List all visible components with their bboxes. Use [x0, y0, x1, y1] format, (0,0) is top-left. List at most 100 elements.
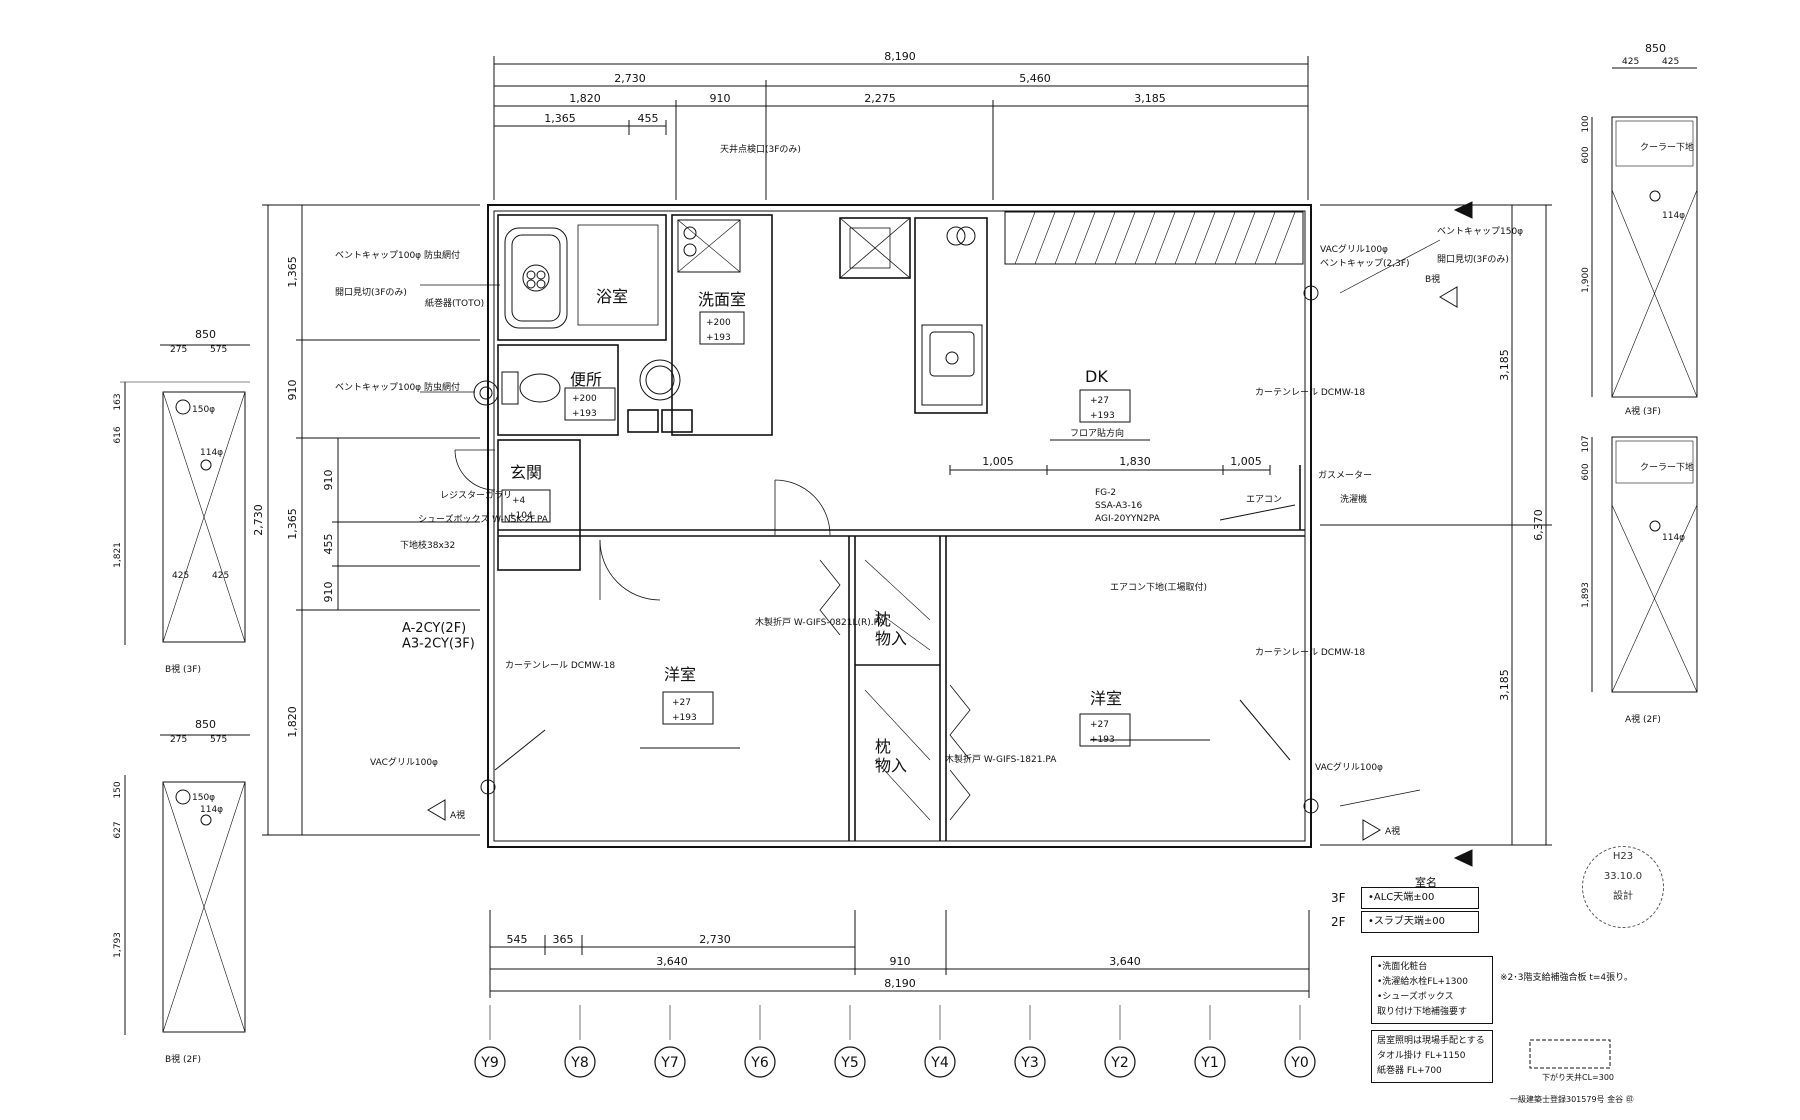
dim-top-row3-a: 1,820 — [569, 92, 601, 105]
grid-label: Y2 — [1110, 1055, 1128, 1071]
note-view-b: B視 — [1425, 273, 1440, 285]
bathtub — [504, 224, 659, 329]
grid-label: Y5 — [840, 1055, 858, 1071]
note-aircon-sleeve: エアコン下地(工場取付) — [1110, 581, 1207, 593]
legend-item: •シューズボックス — [1377, 992, 1454, 1002]
grid-bubble — [474, 1046, 506, 1078]
room-entrance: 玄関 — [510, 463, 542, 482]
dim-left-c: 1,365 — [286, 508, 299, 540]
approval-stamp: H23 33.10.0 設計 — [1582, 846, 1664, 928]
grid-bubble — [744, 1046, 776, 1078]
elev-b3f-h1: 163 — [113, 393, 123, 410]
dim-top-row3-c: 2,275 — [864, 92, 896, 105]
note-wood-door-right: 木製折戸 W-GIFS-1821.PA — [945, 753, 1057, 765]
level-dk-2: +193 — [1090, 411, 1115, 421]
note-wood-door-left: 木製折戸 W-GIFS-0821L(R).PA — [755, 616, 885, 628]
elev-b3f-lower-b: 425 — [212, 571, 229, 581]
elev-b3f-width: 850 — [195, 328, 216, 341]
room-western-right: 洋室 — [1090, 689, 1122, 708]
note-shoebox: シューズボックス W-NSK-2F.PA — [418, 513, 549, 525]
finish-level-2f: 2F — [1331, 915, 1346, 929]
dim-top-row2-a: 2,730 — [614, 72, 646, 85]
legend-site: 居室照明は現場手配とする タオル掛け FL+1150 紙巻器 FL+700 — [1371, 1030, 1493, 1083]
grid-label: Y4 — [930, 1055, 949, 1071]
elev-b2f-h3: 1,793 — [113, 932, 123, 958]
elev-a2f-h3: 1,893 — [1581, 582, 1591, 608]
elev-a3f-h3: 1,900 — [1581, 267, 1591, 293]
elev-b2f-width: 850 — [195, 718, 216, 731]
level-toilet-2: +193 — [572, 409, 597, 419]
elev-b2f-dia1: 150φ — [192, 793, 215, 803]
note-ssa: SSA-A3-16 — [1095, 501, 1142, 511]
dim-top-row3-d: 3,185 — [1134, 92, 1166, 105]
elev-a2f-h2: 600 — [1581, 463, 1591, 480]
elev-a3f-h2: 600 — [1581, 146, 1591, 163]
note-low-base: 下地枝38x32 — [400, 539, 455, 551]
note-floor-register: レジスターガラリ — [440, 490, 512, 501]
note-vac-grill-left: VACグリル100φ — [370, 756, 438, 768]
room-western-left: 洋室 — [664, 665, 696, 684]
note-fg: FG-2 — [1095, 488, 1116, 498]
elev-b3f-sub-a: 275 — [170, 345, 187, 355]
dim-bottom-row2-a: 3,640 — [656, 955, 688, 968]
elev-a3f-tag: クーラー下地 — [1640, 141, 1694, 153]
grid-bubble — [1014, 1046, 1046, 1078]
legend-item: 居室照明は現場手配とする — [1377, 1036, 1485, 1046]
level-washroom-2: +193 — [706, 333, 731, 343]
room-dk: DK — [1085, 367, 1108, 386]
note-vent-cap-2-3f: ベントキャップ(2,3F) — [1320, 258, 1410, 269]
elev-b3f-h2: 616 — [113, 426, 123, 443]
dim-left-inner-a: 910 — [322, 470, 335, 491]
text-labels: 8,190 2,730 5,460 1,820 910 2,275 3,185 … — [113, 42, 1694, 1065]
view-arrows — [427, 201, 1473, 867]
grid-bubble — [1104, 1046, 1136, 1078]
elev-b3f-lower-a: 425 — [172, 571, 189, 581]
grid-label: Y3 — [1020, 1055, 1038, 1071]
level-western-right-1: +27 — [1090, 720, 1109, 730]
dim-bottom-row1-b: 365 — [553, 933, 574, 946]
door-swings — [454, 449, 971, 821]
dim-top-row3-b: 910 — [710, 92, 731, 105]
grid-bubble — [564, 1046, 596, 1078]
elev-a2f-h1: 107 — [1581, 435, 1591, 452]
dim-left-inner-c: 910 — [322, 582, 335, 603]
note-vent-left1: ベントキャップ100φ 防虫網付 — [335, 249, 460, 261]
dim-dk-a: 1,005 — [982, 455, 1014, 468]
finish-text-3f: •ALC天端±00 — [1361, 887, 1479, 909]
dim-left-d: 2,730 — [252, 504, 265, 536]
room-washroom: 洗面室 — [698, 290, 746, 309]
dim-left-a: 1,365 — [286, 256, 299, 288]
legend-item: •洗面化粧台 — [1377, 962, 1428, 972]
grid-label: Y7 — [660, 1055, 678, 1071]
dim-bottom-row1-a: 545 — [507, 933, 528, 946]
grid-bubble — [924, 1046, 956, 1078]
note-curtain-rail-dk: カーテンレール DCMW-18 — [1255, 387, 1365, 398]
legend-item: 紙巻器 FL+700 — [1377, 1066, 1442, 1076]
elev-b2f-sub-a: 275 — [170, 735, 187, 745]
right-dimensions — [1320, 204, 1552, 846]
dim-right-c: 3,185 — [1498, 669, 1511, 701]
elev-a3f-dia: 114φ — [1662, 211, 1685, 221]
note-view-a-left: A視 — [450, 809, 465, 821]
note-ceiling-hatch: 天井点検口(3Fのみ) — [720, 143, 801, 155]
note-aircon: エアコン — [1246, 495, 1282, 505]
toilet-fixture — [473, 371, 561, 406]
grid-bubble — [654, 1046, 686, 1078]
elevation-a-2f — [1591, 436, 1698, 693]
top-dimensions — [493, 56, 1309, 200]
lower-ceiling-legend: 下がり天井CL=300 — [1542, 1073, 1615, 1082]
grid-bubble — [834, 1046, 866, 1078]
dim-left-inner-b: 455 — [322, 534, 335, 555]
elevation-a-3f — [1591, 67, 1698, 398]
grid-label: Y9 — [480, 1055, 498, 1071]
room-bath: 浴室 — [596, 287, 628, 306]
note-curtain-rail-left: カーテンレール DCMW-18 — [505, 660, 615, 671]
dim-top-row2-b: 5,460 — [1019, 72, 1051, 85]
room-toilet: 便所 — [570, 370, 602, 389]
dim-bottom-overall: 8,190 — [884, 977, 916, 990]
dim-left-e: 1,820 — [286, 706, 299, 738]
elev-b2f-dia2: 114φ — [200, 805, 223, 815]
elev-b2f-sub-b: 575 — [210, 735, 227, 745]
